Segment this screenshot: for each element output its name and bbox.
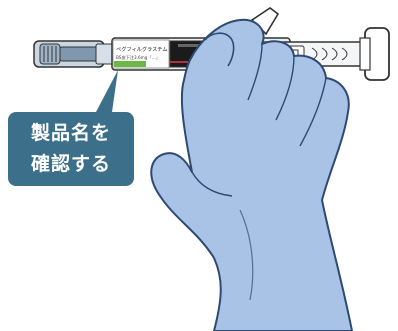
callout-box	[8, 112, 134, 186]
product-name-text: ペグフィルグラスチム	[116, 45, 168, 53]
callout-line-2: 確認する	[30, 153, 111, 175]
callout-line-1: 製品名を	[30, 122, 111, 144]
label-green-band	[114, 61, 146, 67]
syringe-cap	[33, 40, 115, 68]
callout	[8, 70, 134, 186]
product-subline-text: BS皮下注3.6mg「…」	[116, 54, 160, 61]
callout-text: 製品名を 確認する	[10, 118, 132, 180]
gloved-hand	[150, 18, 353, 331]
